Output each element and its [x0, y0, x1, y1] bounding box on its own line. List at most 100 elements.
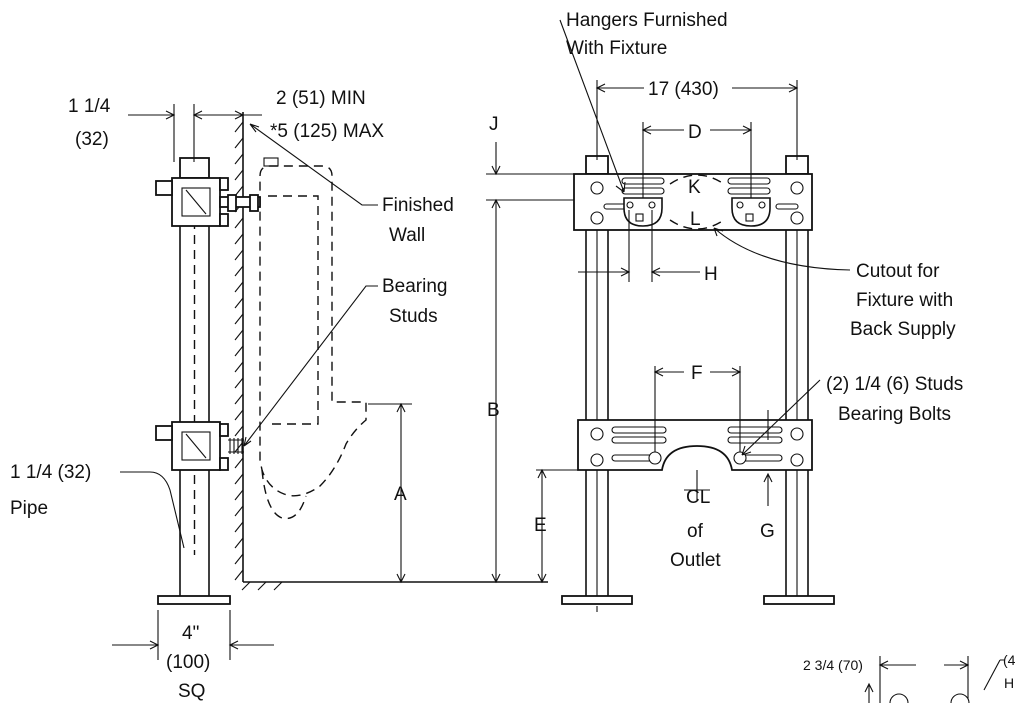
foot-width-label: 4" — [182, 623, 199, 644]
upper-slot-6 — [775, 203, 799, 210]
cutout-leader — [713, 227, 851, 271]
upper-clamp-inner — [181, 187, 211, 217]
dim-f-label: F — [691, 363, 703, 384]
lower-stud-left — [648, 451, 662, 465]
detail-partial-label-2: H — [1004, 675, 1014, 691]
front-left-foot — [561, 595, 633, 605]
urinal-bowl-outline — [261, 469, 307, 520]
upper-clamp-diagonal — [185, 189, 207, 215]
pipe-leader — [120, 471, 185, 549]
floor-hatching — [241, 581, 283, 591]
upper-wall-nut-4 — [249, 194, 259, 212]
dim-h-arrows — [578, 267, 700, 277]
lower-bolt-hole-2 — [590, 453, 604, 467]
left-hanger-hole-b — [648, 201, 656, 209]
dim-b-line — [491, 198, 501, 584]
dim-k-label: K — [688, 177, 701, 198]
lower-slot-3 — [727, 426, 783, 434]
dim-f-line — [653, 367, 742, 377]
left-hanger-slot — [635, 213, 644, 222]
foot-sq-label: SQ — [178, 681, 205, 702]
upper-slot-4 — [727, 187, 771, 195]
upper-slot-5 — [603, 203, 627, 210]
wall-gap-min-label: 2 (51) MIN — [276, 88, 366, 109]
lower-setscrew — [155, 425, 173, 441]
studs-leader — [741, 379, 821, 456]
upper-bolt-hole-3 — [790, 181, 804, 195]
studs-label: (2) 1/4 (6) Studs — [826, 374, 963, 395]
detail-hole-left — [889, 693, 909, 703]
side-view — [112, 104, 580, 660]
hangers-label: Hangers Furnished — [566, 10, 728, 31]
foot-dim-arrow-left — [112, 640, 160, 650]
text-labels: 1 1/4 (32) 2 (51) MIN *5 (125) MAX Finis… — [10, 10, 1016, 702]
left-hanger-hole-a — [626, 201, 634, 209]
urinal-outline — [259, 165, 367, 497]
upper-bolt-hole-4 — [790, 211, 804, 225]
right-hanger-hole-b — [758, 201, 766, 209]
bearing-studs-label-2: Studs — [389, 306, 438, 327]
lower-slot-5 — [611, 454, 653, 462]
dim-d-line — [641, 125, 753, 135]
lower-clamp-diagonal — [185, 433, 207, 459]
upper-setscrew — [155, 180, 173, 196]
detail-hole-right — [950, 693, 970, 703]
foot-dim-arrow-right — [228, 640, 274, 650]
detail-arrow-down — [864, 682, 874, 703]
lower-bolt-hole-1 — [590, 427, 604, 441]
lower-slot-6 — [741, 454, 783, 462]
back-supply-cutout — [669, 174, 725, 230]
hangers-label-2: With Fixture — [566, 38, 667, 59]
bearing-bolts-label: Bearing Bolts — [838, 404, 951, 425]
dim-a-label: A — [394, 484, 407, 505]
finished-wall-leader — [249, 123, 378, 206]
lower-bolt-hole-4 — [790, 453, 804, 467]
detail-partial-label: (4 — [1003, 652, 1016, 668]
dim-l-label: L — [690, 209, 701, 230]
pipe-label: Pipe — [10, 498, 48, 519]
detail-view — [864, 656, 1004, 703]
cutout-label-3: Back Supply — [850, 319, 956, 340]
detail-width-label: 2 3/4 (70) — [803, 657, 863, 673]
urinal-top-spud — [263, 157, 279, 167]
pipe-width-mm-label: (32) — [75, 129, 109, 150]
upper-bolt-hole-1 — [590, 181, 604, 195]
dim-b-label: B — [487, 400, 500, 421]
upper-wall-bolt — [219, 196, 261, 208]
detail-dim-line — [878, 660, 970, 670]
finished-wall-label-2: Wall — [389, 225, 425, 246]
pipe-dim-arrow — [128, 110, 176, 120]
hangers-leader — [559, 19, 626, 193]
foot-width-mm-label: (100) — [166, 652, 210, 673]
dim-e-line — [537, 468, 547, 584]
urinal-inner-outline — [268, 195, 319, 425]
detail-leader — [983, 659, 1004, 691]
dim-j-label: J — [489, 114, 499, 135]
upper-plate — [573, 173, 813, 231]
bearing-stud-threads — [228, 438, 244, 454]
finished-wall-label: Finished — [382, 195, 454, 216]
outlet-centerline-mark — [684, 470, 710, 500]
lower-wall-nut-2 — [219, 457, 229, 471]
front-view — [559, 19, 851, 612]
dim-a-line — [396, 402, 406, 584]
right-hanger — [731, 197, 771, 227]
bearing-studs-leader — [243, 285, 378, 447]
upper-slot-3 — [727, 177, 771, 185]
cutout-label: Cutout for — [856, 261, 940, 282]
frame-width-label: 17 (430) — [648, 79, 719, 100]
pipe-size-label: 1 1/4 (32) — [10, 462, 91, 483]
dim-e-label: E — [534, 515, 547, 536]
dim-j-arrow-down — [491, 142, 501, 176]
wall-gap-max-label: *5 (125) MAX — [270, 121, 384, 142]
front-right-foot — [763, 595, 835, 605]
upper-wall-nut-3 — [227, 194, 237, 212]
centerline-label: CL — [686, 487, 710, 508]
side-foot-plate — [157, 595, 231, 605]
of-label: of — [687, 521, 704, 542]
pipe-width-label: 1 1/4 — [68, 96, 111, 117]
wall-gap-arrow — [192, 110, 262, 120]
dim-g-arrow — [763, 472, 773, 506]
upper-bolt-hole-2 — [590, 211, 604, 225]
